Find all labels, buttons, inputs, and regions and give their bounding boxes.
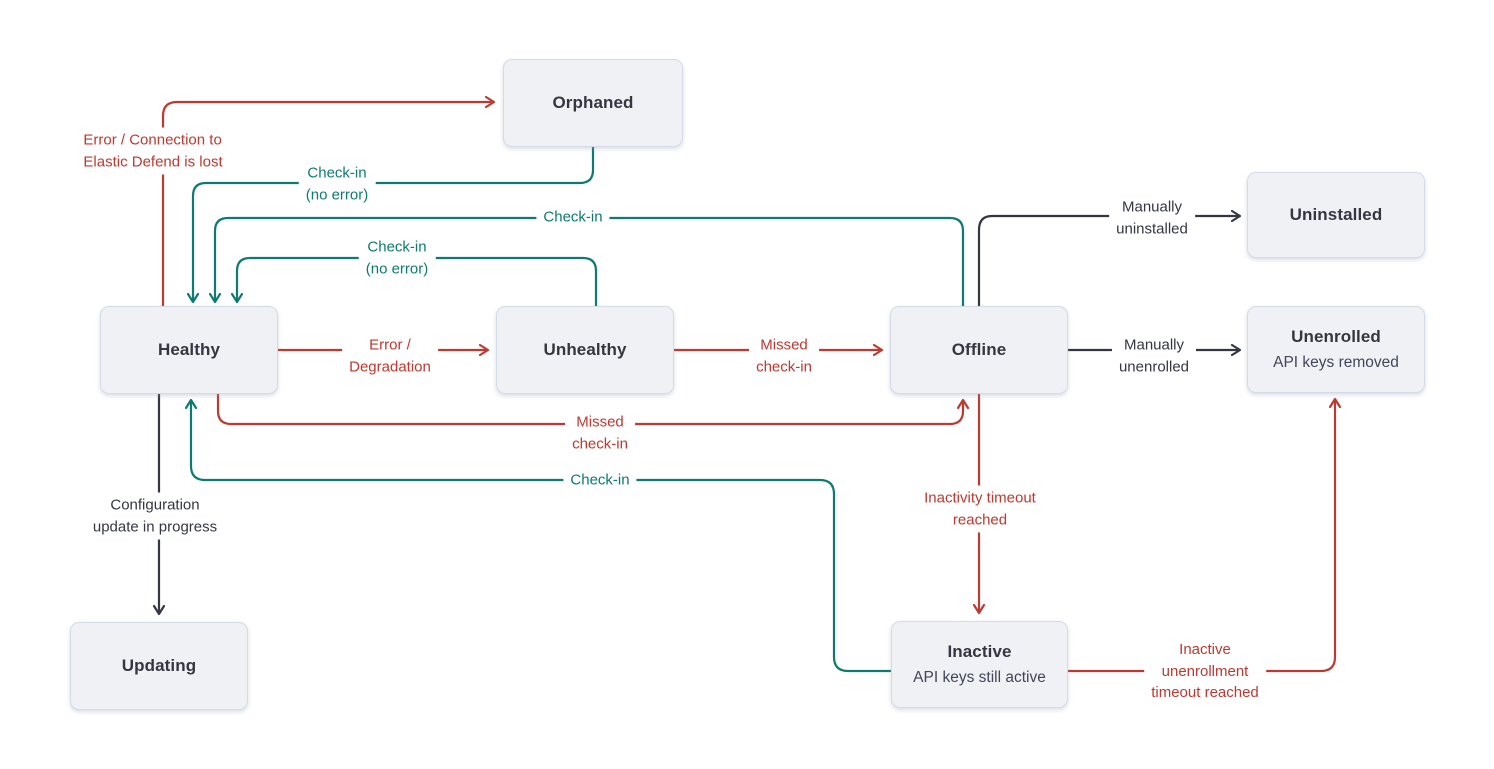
state-subtitle-unenrolled: API keys removed: [1273, 354, 1399, 371]
state-title-offline: Offline: [951, 340, 1007, 359]
edge-offline-to-healthy: [208, 216, 965, 306]
state-title-uninstalled: Uninstalled: [1289, 205, 1383, 224]
edge-label-checkin-from-inactive: Check-in: [563, 467, 637, 493]
state-title-unhealthy: Unhealthy: [543, 340, 627, 359]
edge-label-manually-unenrolled: Manually unenrolled: [1111, 332, 1197, 380]
state-title-orphaned: Orphaned: [552, 93, 634, 112]
edge-label-checkin-from-offline: Check-in: [536, 204, 610, 230]
edge-label-checkin-no-error-from-unhealthy: Check-in (no error): [358, 234, 436, 282]
state-box-healthy: Healthy: [100, 306, 278, 394]
edge-inactive-to-healthy: [184, 398, 891, 673]
state-title-unenrolled: Unenrolled: [1291, 327, 1381, 346]
state-title-updating: Updating: [121, 656, 197, 675]
state-title-inactive: Inactive: [947, 642, 1012, 661]
edge-healthy-to-orphaned: [161, 95, 496, 306]
edge-label-manually-uninstalled: Manually uninstalled: [1109, 194, 1195, 242]
state-box-offline: Offline: [890, 306, 1068, 394]
state-box-unhealthy: Unhealthy: [496, 306, 674, 394]
edge-label-inactivity-timeout-reached: Inactivity timeout reached: [917, 485, 1043, 533]
edge-label-checkin-no-error-from-orphaned: Check-in (no error): [298, 160, 376, 208]
state-title-healthy: Healthy: [157, 340, 221, 359]
edge-label-missed-checkin-from-healthy: Missed check-in: [565, 409, 635, 457]
edge-label-missed-checkin-from-unhealthy: Missed check-in: [749, 332, 819, 380]
edge-label-configuration-update: Configuration update in progress: [85, 492, 225, 540]
edge-inactive-to-unenrolled: [1068, 397, 1342, 673]
state-subtitle-inactive: API keys still active: [913, 669, 1046, 686]
edge-offline-to-uninstalled: [977, 209, 1242, 306]
state-box-orphaned: Orphaned: [503, 59, 683, 147]
edge-label-error-connection-lost: Error / Connection to Elastic Defend is …: [76, 127, 230, 175]
state-box-uninstalled: Uninstalled: [1247, 172, 1425, 258]
edge-label-error-degradation: Error / Degradation: [342, 332, 438, 380]
state-box-updating: Updating: [70, 622, 248, 710]
edge-label-inactive-unenrollment-timeout: Inactive unenrollment timeout reached: [1144, 636, 1266, 706]
edge-orphaned-to-healthy: [186, 147, 595, 304]
